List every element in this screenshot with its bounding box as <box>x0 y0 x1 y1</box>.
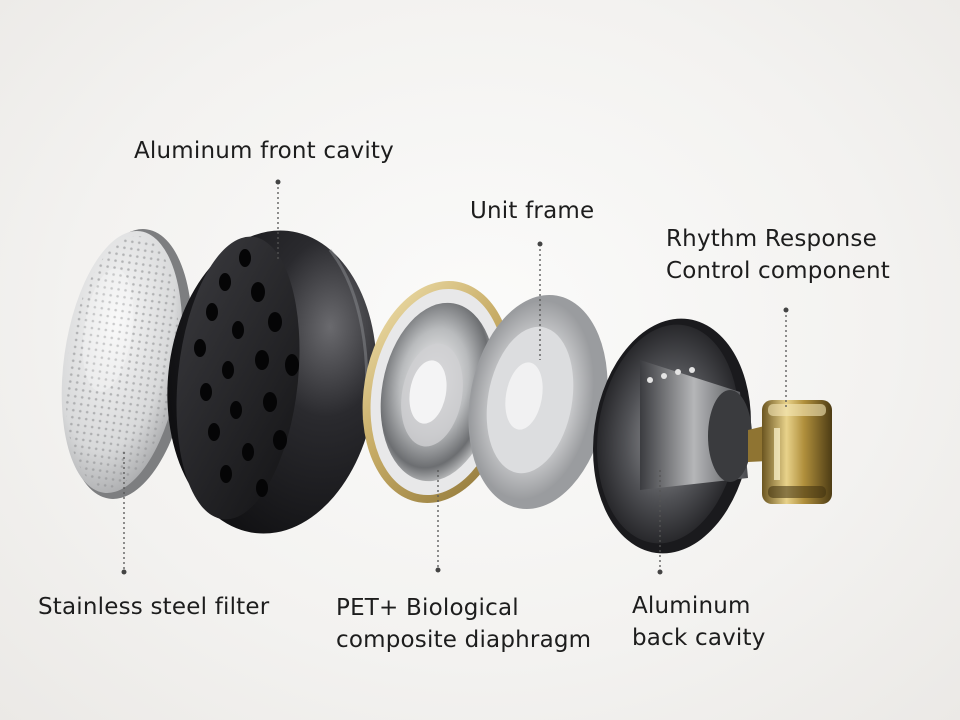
label-diaphragm: PET+ Biological composite diaphragm <box>336 592 591 656</box>
label-back-cavity: Aluminum back cavity <box>632 590 766 654</box>
label-filter: Stainless steel filter <box>38 591 269 623</box>
label-front-cavity: Aluminum front cavity <box>134 135 394 167</box>
label-rhythm-line1: Rhythm Response <box>666 226 877 252</box>
label-diaphragm-line2: composite diaphragm <box>336 627 592 653</box>
label-filter-text: Stainless steel filter <box>38 594 270 620</box>
label-back-cavity-line1: Aluminum <box>632 593 751 619</box>
label-rhythm-line2: Control component <box>666 258 890 284</box>
label-front-cavity-text: Aluminum front cavity <box>134 138 394 164</box>
stainless-steel-filter-part <box>61 229 193 499</box>
label-back-cavity-line2: back cavity <box>632 625 766 651</box>
label-unit-frame-text: Unit frame <box>470 198 595 224</box>
label-rhythm-control: Rhythm Response Control component <box>666 223 890 287</box>
aluminum-front-cavity-part <box>167 230 377 534</box>
label-diaphragm-line1: PET+ Biological <box>336 595 519 621</box>
rhythm-control-part <box>748 400 832 504</box>
unit-frame-part <box>468 294 608 510</box>
diaphragm-part <box>362 280 514 504</box>
leader-lines <box>121 179 789 575</box>
aluminum-back-cavity-part <box>593 318 752 554</box>
label-unit-frame: Unit frame <box>470 195 594 227</box>
